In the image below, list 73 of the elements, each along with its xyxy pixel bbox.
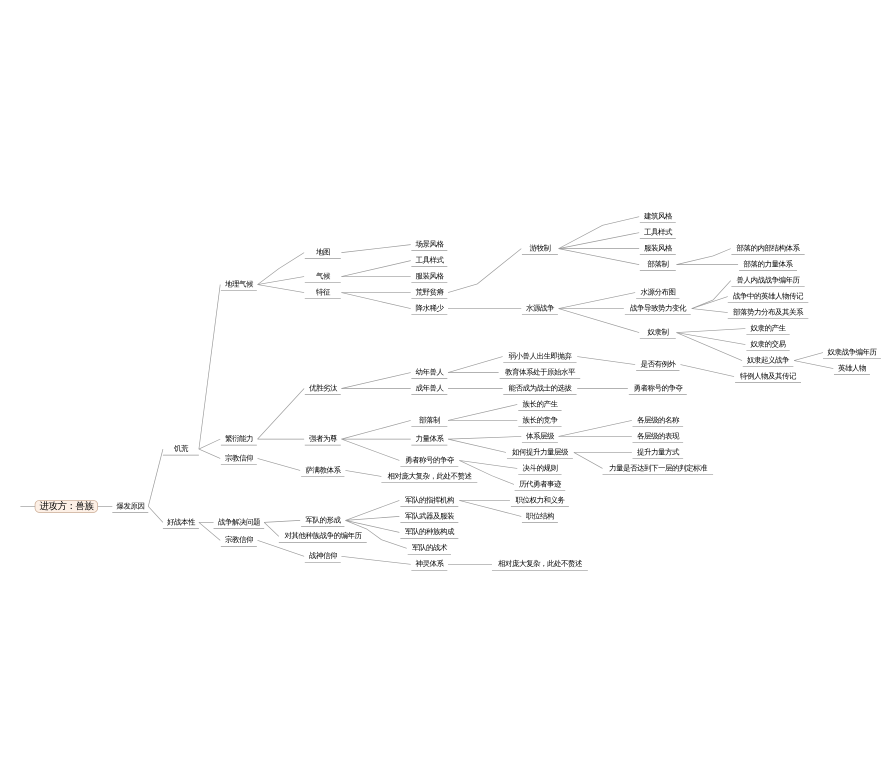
connector: [341, 438, 400, 461]
connector: [558, 248, 640, 249]
connector: [448, 308, 522, 309]
connector: [576, 388, 628, 389]
connector: [341, 372, 412, 389]
connector: [448, 372, 499, 373]
connector: [576, 356, 636, 365]
connector: [198, 522, 214, 523]
connector: [345, 500, 400, 521]
connector: [558, 308, 624, 309]
connector: [691, 280, 732, 309]
connector: [558, 308, 640, 333]
connector: [341, 438, 412, 440]
connector: [264, 520, 300, 523]
connector: [448, 388, 503, 389]
connector: [448, 564, 492, 565]
connector: [680, 364, 734, 377]
connector: [257, 284, 304, 293]
connector: [341, 420, 412, 440]
connector: [341, 388, 412, 389]
connector: [257, 438, 304, 440]
connector: [676, 264, 738, 265]
connector: [691, 308, 728, 313]
connector: [257, 458, 300, 471]
connector: [345, 520, 408, 549]
connector: [448, 356, 503, 373]
node-box: 进攻方：兽族: [34, 500, 98, 513]
connector: [341, 292, 412, 309]
connector: [345, 470, 382, 477]
connector: [676, 332, 742, 361]
connector: [341, 260, 412, 277]
connector: [97, 506, 113, 507]
connector: [574, 452, 632, 453]
connector: [341, 292, 412, 293]
connector: [676, 328, 746, 333]
connector: [341, 276, 412, 277]
connector: [448, 420, 518, 421]
connector: [574, 452, 603, 469]
connector: [345, 516, 400, 521]
connector: [345, 520, 400, 533]
connector: [198, 448, 221, 459]
connector: [148, 448, 164, 507]
connector: [558, 420, 632, 437]
connector: [458, 500, 510, 501]
connector: [448, 404, 518, 421]
connector: [448, 436, 522, 440]
connector: [198, 284, 221, 450]
connector: [458, 500, 522, 517]
connector: [558, 216, 640, 249]
connector: [558, 232, 640, 249]
connector: [676, 332, 746, 345]
connector: [794, 352, 824, 361]
connector: [198, 522, 221, 541]
connector: [558, 292, 636, 309]
connector: [341, 244, 412, 253]
connector: [794, 360, 834, 369]
connector: [558, 436, 632, 437]
connector: [257, 388, 304, 440]
connector: [257, 540, 304, 557]
connector: [257, 276, 304, 285]
connector: [448, 438, 506, 453]
connector: [148, 506, 164, 523]
connector: [448, 248, 522, 293]
connector: [264, 522, 280, 537]
connector: [558, 248, 640, 265]
connector: [458, 460, 518, 469]
connector: [257, 252, 304, 285]
connector: [20, 506, 36, 507]
connector: [198, 438, 221, 450]
connector: [691, 296, 728, 309]
connector: [676, 248, 732, 265]
connector: [458, 460, 514, 485]
connector: [341, 556, 412, 565]
